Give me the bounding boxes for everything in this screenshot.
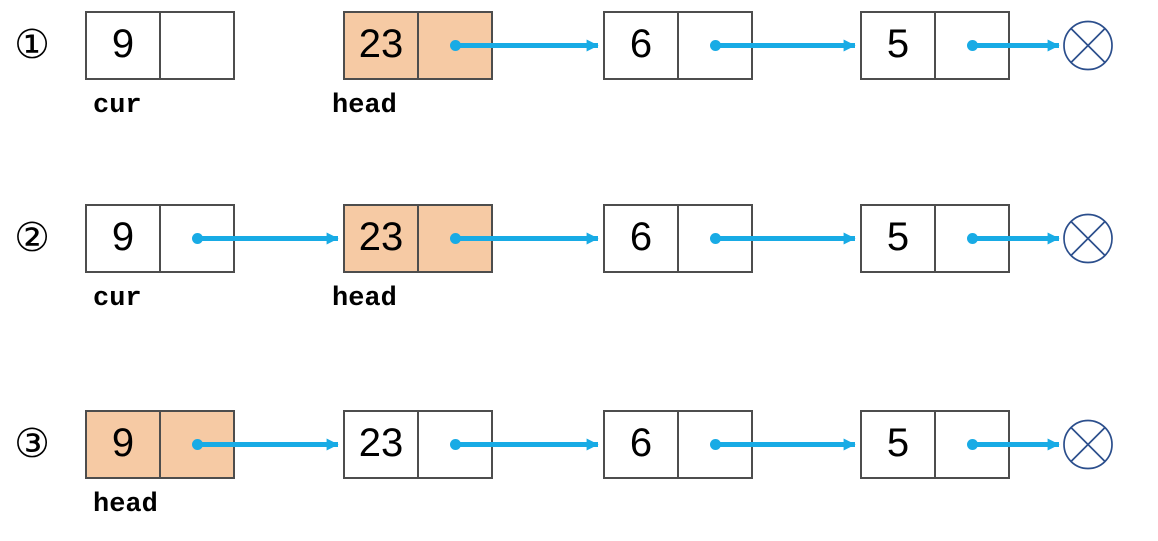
- node-value: 23: [345, 13, 419, 78]
- linked-list-node: 5: [860, 410, 1010, 479]
- node-pointer-cell: [679, 206, 751, 271]
- node-value: 23: [345, 412, 419, 477]
- node-value: 6: [605, 13, 679, 78]
- linked-list-node: 6: [603, 410, 753, 479]
- node-value: 9: [87, 13, 161, 78]
- node-value: 5: [862, 412, 936, 477]
- linked-list-node: 5: [860, 11, 1010, 80]
- pointer-label-head: head: [332, 91, 397, 121]
- null-cross-line: [1070, 426, 1106, 463]
- step-marker: ①: [14, 22, 50, 68]
- null-cross-line: [1070, 27, 1106, 64]
- node-value: 5: [862, 206, 936, 271]
- node-pointer-cell: [679, 412, 751, 477]
- null-circle: [1063, 419, 1113, 470]
- linked-list-node: 9: [85, 204, 235, 273]
- node-pointer-cell: [419, 412, 491, 477]
- linked-list-node: 23: [343, 204, 493, 273]
- null-circle: [1063, 213, 1113, 264]
- pointer-label-head: head: [93, 490, 158, 520]
- node-pointer-cell: [419, 13, 491, 78]
- null-cross-line: [1070, 220, 1106, 257]
- linked-list-node: 6: [603, 204, 753, 273]
- pointer-label-cur: cur: [93, 91, 142, 121]
- node-pointer-cell: [161, 412, 233, 477]
- node-value: 6: [605, 412, 679, 477]
- node-value: 6: [605, 206, 679, 271]
- linked-list-node: 23: [343, 11, 493, 80]
- linked-list-node: 23: [343, 410, 493, 479]
- node-value: 9: [87, 206, 161, 271]
- node-pointer-cell: [936, 412, 1008, 477]
- node-pointer-cell: [419, 206, 491, 271]
- null-symbol: [1063, 419, 1113, 470]
- linked-list-node: 9: [85, 11, 235, 80]
- node-pointer-cell: [161, 13, 233, 78]
- node-pointer-cell: [936, 13, 1008, 78]
- null-cross-line: [1070, 426, 1106, 463]
- null-symbol: [1063, 20, 1113, 71]
- step-marker: ②: [14, 215, 50, 261]
- null-cross-line: [1070, 27, 1106, 64]
- pointer-label-cur: cur: [93, 284, 142, 314]
- step-marker: ③: [14, 421, 50, 467]
- null-cross-line: [1070, 220, 1106, 257]
- node-pointer-cell: [161, 206, 233, 271]
- node-value: 5: [862, 13, 936, 78]
- node-pointer-cell: [679, 13, 751, 78]
- null-circle: [1063, 20, 1113, 71]
- node-value: 9: [87, 412, 161, 477]
- node-pointer-cell: [936, 206, 1008, 271]
- node-value: 23: [345, 206, 419, 271]
- pointer-label-head: head: [332, 284, 397, 314]
- linked-list-node: 5: [860, 204, 1010, 273]
- linked-list-node: 9: [85, 410, 235, 479]
- null-symbol: [1063, 213, 1113, 264]
- linked-list-node: 6: [603, 11, 753, 80]
